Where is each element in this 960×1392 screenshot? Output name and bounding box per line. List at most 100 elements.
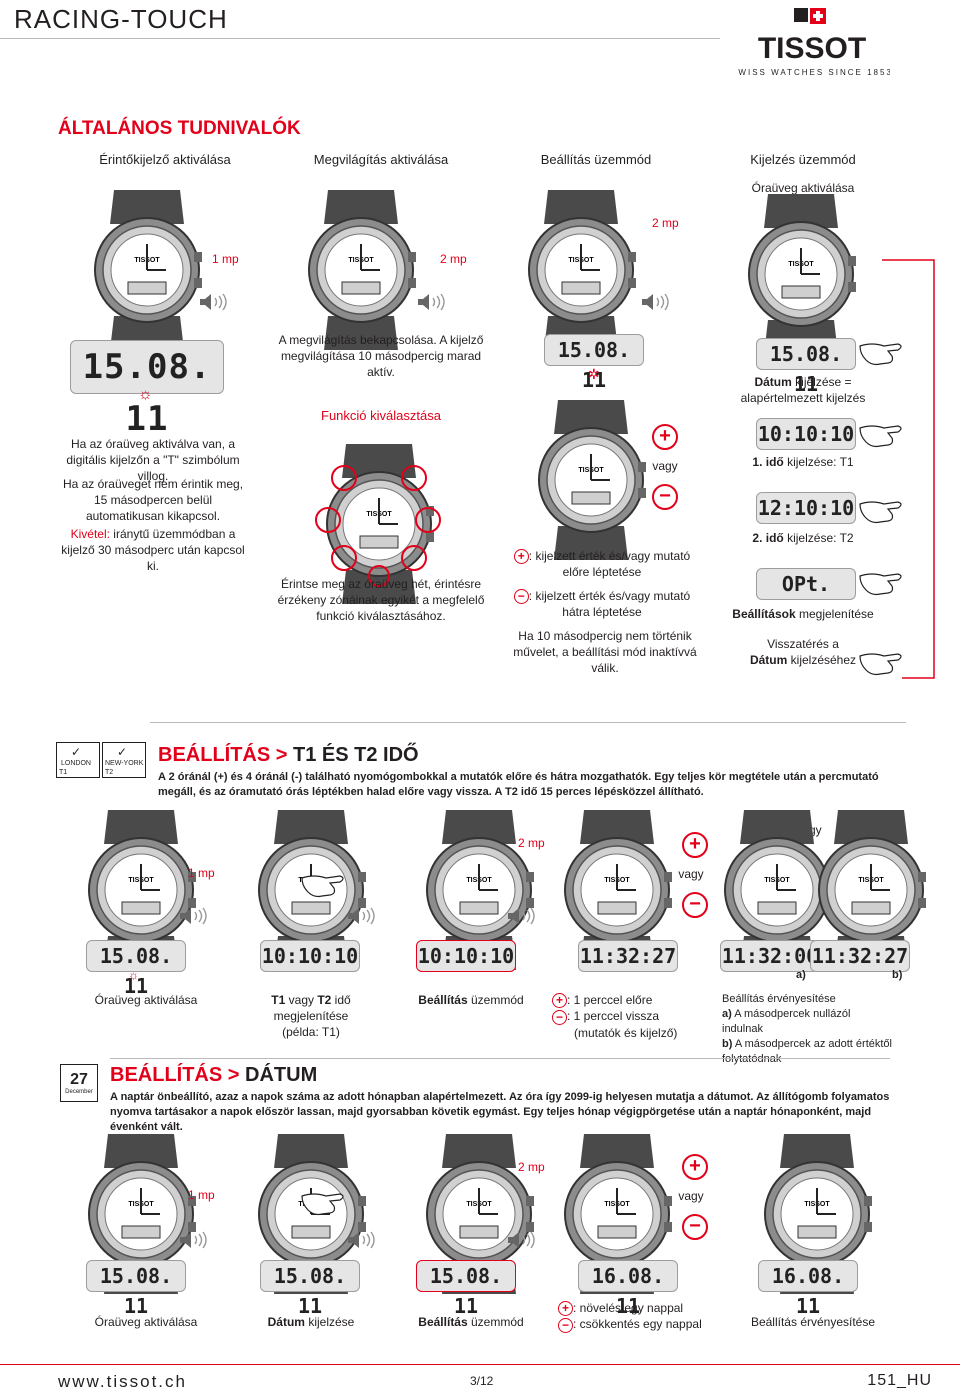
or-label: vagy (678, 1189, 704, 1203)
setting-bold: Beállítás (418, 993, 468, 1007)
sound-icon (178, 906, 212, 926)
date-label: Dátum (754, 375, 792, 389)
col-head-touch: Érintőkijelző aktiválása (99, 152, 231, 167)
watch-illustration (520, 186, 642, 354)
time2-desc: kijelzése: T2 (783, 531, 854, 545)
lcd-display: 10:10:10 (416, 940, 516, 972)
blink-indicator-icon: ✲ (588, 366, 600, 382)
return-date-label: Dátum (749, 653, 788, 667)
function-select-title: Funkció kiválasztása (321, 408, 441, 423)
info-text: Beállítások megjelenítése (718, 606, 888, 622)
info-text: +: kijelzett érték és/vagy mutató előre … (502, 548, 702, 580)
sound-icon (346, 906, 380, 926)
return-text: Visszatérés a (767, 637, 839, 651)
touch-zones-icon (315, 465, 441, 587)
caption-text: : 1 perccel vissza (567, 1009, 660, 1024)
info-text: Ha az óraüveget nem érintik meg, 15 máso… (62, 477, 244, 523)
lcd-display: 10:10:10 (756, 418, 856, 450)
info-text: Érintse meg az óraüveg hét, érintésre ér… (277, 577, 485, 623)
lcd-display: 16.08. 11 (758, 1260, 858, 1318)
lcd-display: 16.08. 11 (578, 1260, 678, 1318)
lcd-display: 11:32:27 (810, 940, 910, 972)
minus-description: : kijelzett érték és/vagy mutató hátra l… (528, 589, 691, 620)
time1-desc: kijelzése: T1 (783, 455, 854, 469)
section-description: A naptár önbeállító, azaz a napok száma … (110, 1091, 890, 1133)
date-desc: kijelzése = alapértelmezett kijelzés (740, 375, 866, 405)
minus-button-icon: − (652, 484, 678, 510)
caption-text: Beállítás érvényesítése (722, 993, 836, 1005)
info-text: Ha az óraüveg aktiválva van, a digitális… (66, 437, 240, 483)
lcd-display: 12:10:10 (756, 492, 856, 524)
caption: Beállítás érvényesítése a) A másodpercek … (722, 992, 892, 1067)
lcd-display: 10:10:10 (260, 940, 360, 972)
plus-button-icon: + (652, 424, 678, 450)
caption-text: A másodpercek az adott értéktől folytató… (722, 1038, 892, 1065)
section-title-general: ÁLTALÁNOS TUDNIVALÓK (58, 118, 301, 139)
lcd-display: 15.08. 11 (416, 1260, 516, 1318)
doc-code: 151_HU (867, 1372, 932, 1389)
section-title-date: BEÁLLÍTÁS > DÁTUM (110, 1064, 317, 1087)
lcd-display: 15.08. 11 (544, 334, 644, 392)
minus-button-icon: − (682, 1214, 708, 1240)
section-title-t1t2: BEÁLLÍTÁS > T1 ÉS T2 IDŐ (158, 744, 419, 767)
caption: T1 vagy T2 idő megjelenítése(példa: T1) (236, 992, 386, 1040)
return-desc: kijelzéséhez (787, 653, 857, 667)
lcd-display: 15.08. 11 (70, 340, 224, 439)
col-head-light: Megvilágítás aktiválása (313, 152, 449, 167)
b-bold: b) (722, 1038, 733, 1050)
calendar-number: 27 (70, 1071, 88, 1088)
a-bold: a) (722, 1008, 732, 1020)
date-bold: Dátum (267, 1315, 305, 1329)
section-divider (110, 1058, 890, 1059)
sound-icon (506, 906, 540, 926)
t-symbol-icon: ☼ (128, 968, 139, 982)
or-label: vagy (652, 459, 678, 473)
minus-icon: − (552, 1009, 567, 1025)
tissot-logo-icon: TISSOT SWISS WATCHES SINCE 1853 (731, 8, 891, 77)
lcd-display: 11:32:27 (578, 940, 678, 972)
col-head-display-sub: Óraüveg aktiválása (751, 181, 855, 195)
lcd-display: 15.08. 11 (756, 338, 856, 396)
title-suffix: T1 ÉS T2 IDŐ (293, 744, 419, 766)
city-time-icon: ✓ LONDON T1 ✓ NEW-YORK T2 (56, 742, 146, 778)
footer-url-link[interactable]: www.tissot.ch (58, 1372, 187, 1391)
watch-illustration (300, 186, 422, 354)
info-text: Kivétel: iránytű üzemmódban a kijelző 30… (58, 526, 248, 574)
calendar-icon: 27 December (60, 1064, 98, 1102)
sound-icon (640, 292, 674, 312)
settings-label: Beállítások (732, 607, 796, 621)
minus-icon: − (513, 589, 529, 605)
calendar-month: December (65, 1089, 93, 1095)
or-label: vagy (678, 867, 704, 881)
variant-b-label: b) (892, 969, 903, 981)
caption-text: idő megjelenítése (273, 993, 351, 1023)
connector-line (882, 259, 935, 679)
plus-description: : kijelzett érték és/vagy mutató előre l… (528, 549, 691, 580)
or-text: vagy (285, 993, 318, 1007)
sound-icon (178, 1230, 212, 1250)
caption-example: (példa: T1) (282, 1025, 340, 1039)
col-head-display: Kijelzés üzemmód (750, 152, 856, 167)
lcd-display: OPt. (756, 568, 856, 600)
plus-button-icon: + (682, 832, 708, 858)
info-text: Ha 10 másodpercig nem történik művelet, … (513, 629, 697, 675)
t2-bold: T2 (317, 993, 332, 1007)
t1-label: T1 (59, 769, 68, 776)
caption: Beállítás érvényesítése (750, 1315, 876, 1329)
svg-text:TISSOT: TISSOT (758, 32, 866, 65)
caption-text: : 1 perccel előre (567, 993, 653, 1007)
lcd-display: 15.08. 11 (260, 1260, 360, 1318)
caption: Óraüveg aktiválása (94, 993, 198, 1007)
sound-icon (346, 1230, 380, 1250)
page-number: 3/12 (470, 1374, 494, 1388)
time1-label: 1. idő (752, 455, 784, 469)
caption-text: (mutatók és kijelző) (574, 1025, 678, 1040)
info-text: 1. idő kijelzése: T1 (728, 454, 878, 470)
settings-desc: megjelenítése (795, 607, 874, 621)
lcd-display: 11:32:00 (720, 940, 820, 972)
timing-label: 1 mp (188, 866, 215, 880)
page-header-title: RACING-TOUCH (14, 4, 228, 34)
watch-illustration (530, 396, 652, 564)
info-text: Dátum kijelzése = alapértelmezett kijelz… (728, 374, 878, 406)
checkmark-icon: ✓ (71, 745, 82, 759)
